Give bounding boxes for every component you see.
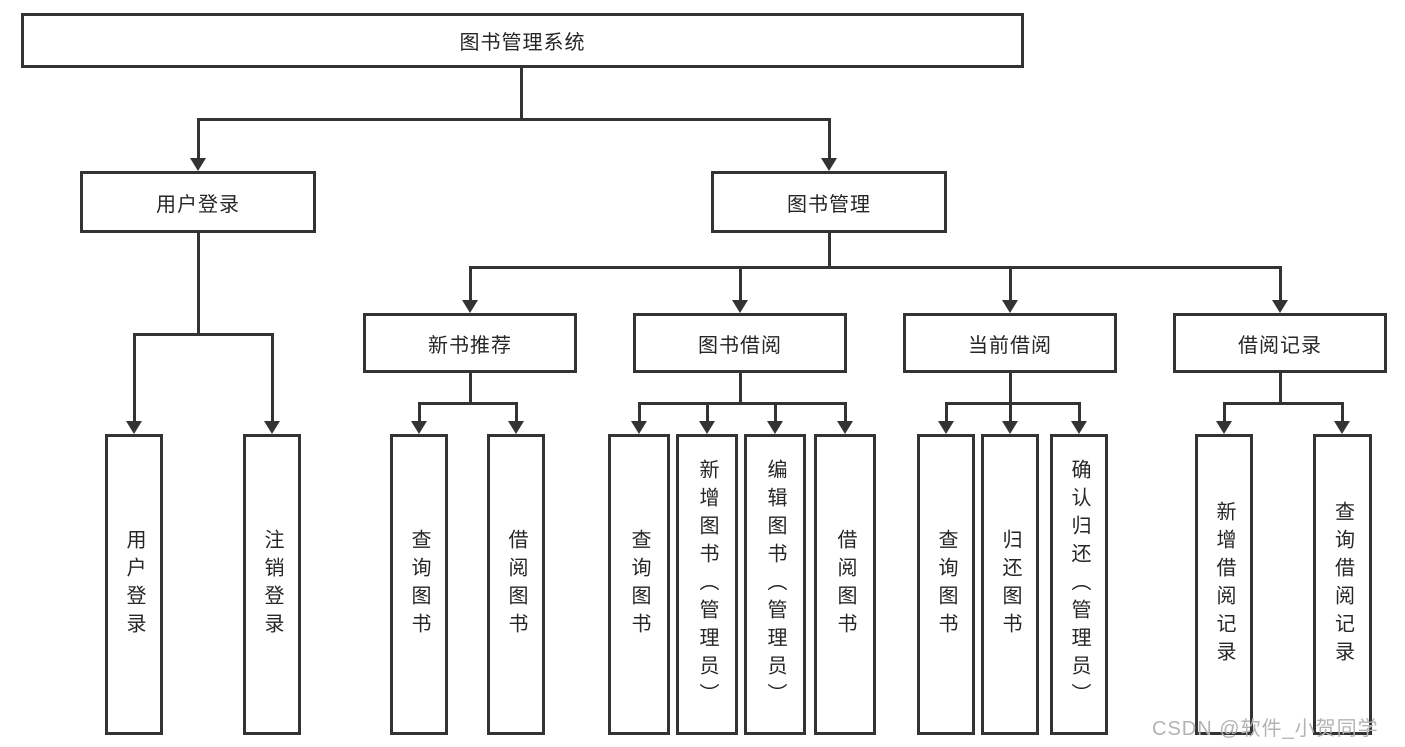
connector-vline [197,233,200,334]
node-borrow-records: 借阅记录 [1173,313,1387,373]
node-user-login-label: 用户登录 [156,193,240,216]
arrow-down-icon [1334,421,1350,434]
leaf-borrowing-borrow-books-label: 借阅图书 [834,528,856,641]
leaf-records-add-record: 新增借阅记录 [1195,434,1253,735]
arrow-down-icon [1071,421,1087,434]
leaf-logout-label: 注销登录 [261,528,283,641]
arrow-down-icon [508,421,524,434]
connector-vline [1279,266,1282,302]
arrow-down-icon [126,421,142,434]
leaf-current-confirm-return-admin-label: 确认归还（管理员） [1068,458,1090,711]
connector-hline [418,402,518,405]
arrow-down-icon [264,421,280,434]
leaf-current-confirm-return-admin: 确认归还（管理员） [1050,434,1108,735]
leaf-borrowing-borrow-books: 借阅图书 [814,434,876,735]
arrow-down-icon [1272,300,1288,313]
connector-hline [197,118,831,121]
arrow-down-icon [1002,421,1018,434]
arrow-down-icon [938,421,954,434]
root-node-label: 图书管理系统 [459,32,586,54]
node-new-book-recommend: 新书推荐 [363,313,577,373]
connector-vline [945,402,948,422]
arrow-down-icon [190,158,206,171]
node-book-management: 图书管理 [711,171,947,233]
connector-vline [515,402,518,422]
leaf-logout: 注销登录 [243,434,301,735]
connector-hline [638,402,847,405]
leaf-user-login: 用户登录 [105,434,163,735]
connector-hline [945,402,1081,405]
leaf-borrowing-add-books-admin-label: 新增图书（管理员） [696,458,718,711]
connector-vline [1078,402,1081,422]
arrow-down-icon [1002,300,1018,313]
connector-hline [1223,402,1344,405]
leaf-current-query-books: 查询图书 [917,434,975,735]
leaf-records-add-record-label: 新增借阅记录 [1213,500,1235,669]
leaf-recommend-borrow-books: 借阅图书 [487,434,545,735]
arrow-down-icon [767,421,783,434]
connector-vline [828,118,831,160]
connector-vline [1341,402,1344,422]
connector-hline [469,266,1282,269]
root-node: 图书管理系统 [21,13,1024,68]
leaf-current-return-books-label: 归还图书 [999,528,1021,641]
leaf-recommend-borrow-books-label: 借阅图书 [505,528,527,641]
leaf-borrowing-query-books: 查询图书 [608,434,670,735]
leaf-records-query-record: 查询借阅记录 [1313,434,1372,735]
node-current-borrowing: 当前借阅 [903,313,1117,373]
leaf-borrowing-query-books-label: 查询图书 [628,528,650,641]
connector-vline [844,402,847,422]
connector-vline [469,266,472,302]
leaf-current-return-books: 归还图书 [981,434,1039,735]
arrow-down-icon [631,421,647,434]
arrow-down-icon [837,421,853,434]
connector-vline [1279,373,1282,403]
connector-vline [706,402,709,422]
connector-vline [271,333,274,421]
arrow-down-icon [1216,421,1232,434]
leaf-recommend-query-books: 查询图书 [390,434,448,735]
connector-hline [133,333,273,336]
leaf-user-login-label: 用户登录 [123,528,145,641]
leaf-borrowing-add-books-admin: 新增图书（管理员） [676,434,738,735]
node-current-borrowing-label: 当前借阅 [968,334,1052,357]
connector-vline [469,373,472,403]
node-book-borrowing: 图书借阅 [633,313,847,373]
connector-vline [1009,266,1012,302]
arrow-down-icon [732,300,748,313]
arrow-down-icon [411,421,427,434]
arrow-down-icon [699,421,715,434]
connector-vline [133,333,136,421]
connector-vline [739,373,742,403]
arrow-down-icon [821,158,837,171]
connector-vline [638,402,641,422]
connector-vline [828,233,831,267]
connector-vline [1223,402,1226,422]
leaf-borrowing-edit-books-admin-label: 编辑图书（管理员） [764,458,786,711]
node-book-management-label: 图书管理 [787,193,871,216]
leaf-recommend-query-books-label: 查询图书 [408,528,430,641]
leaf-records-query-record-label: 查询借阅记录 [1331,500,1354,669]
leaf-borrowing-edit-books-admin: 编辑图书（管理员） [744,434,806,735]
connector-vline [1009,402,1012,422]
connector-vline [520,68,523,120]
node-borrow-records-label: 借阅记录 [1238,334,1322,357]
csdn-watermark: CSDN @软件_小贺同学 [1152,718,1379,740]
connector-vline [418,402,421,422]
node-book-borrowing-label: 图书借阅 [698,334,782,357]
leaf-current-query-books-label: 查询图书 [935,528,957,641]
arrow-down-icon [462,300,478,313]
connector-vline [197,118,200,160]
connector-vline [1009,373,1012,403]
connector-vline [774,402,777,422]
node-user-login: 用户登录 [80,171,316,233]
node-new-book-recommend-label: 新书推荐 [428,334,512,357]
connector-vline [739,266,742,302]
